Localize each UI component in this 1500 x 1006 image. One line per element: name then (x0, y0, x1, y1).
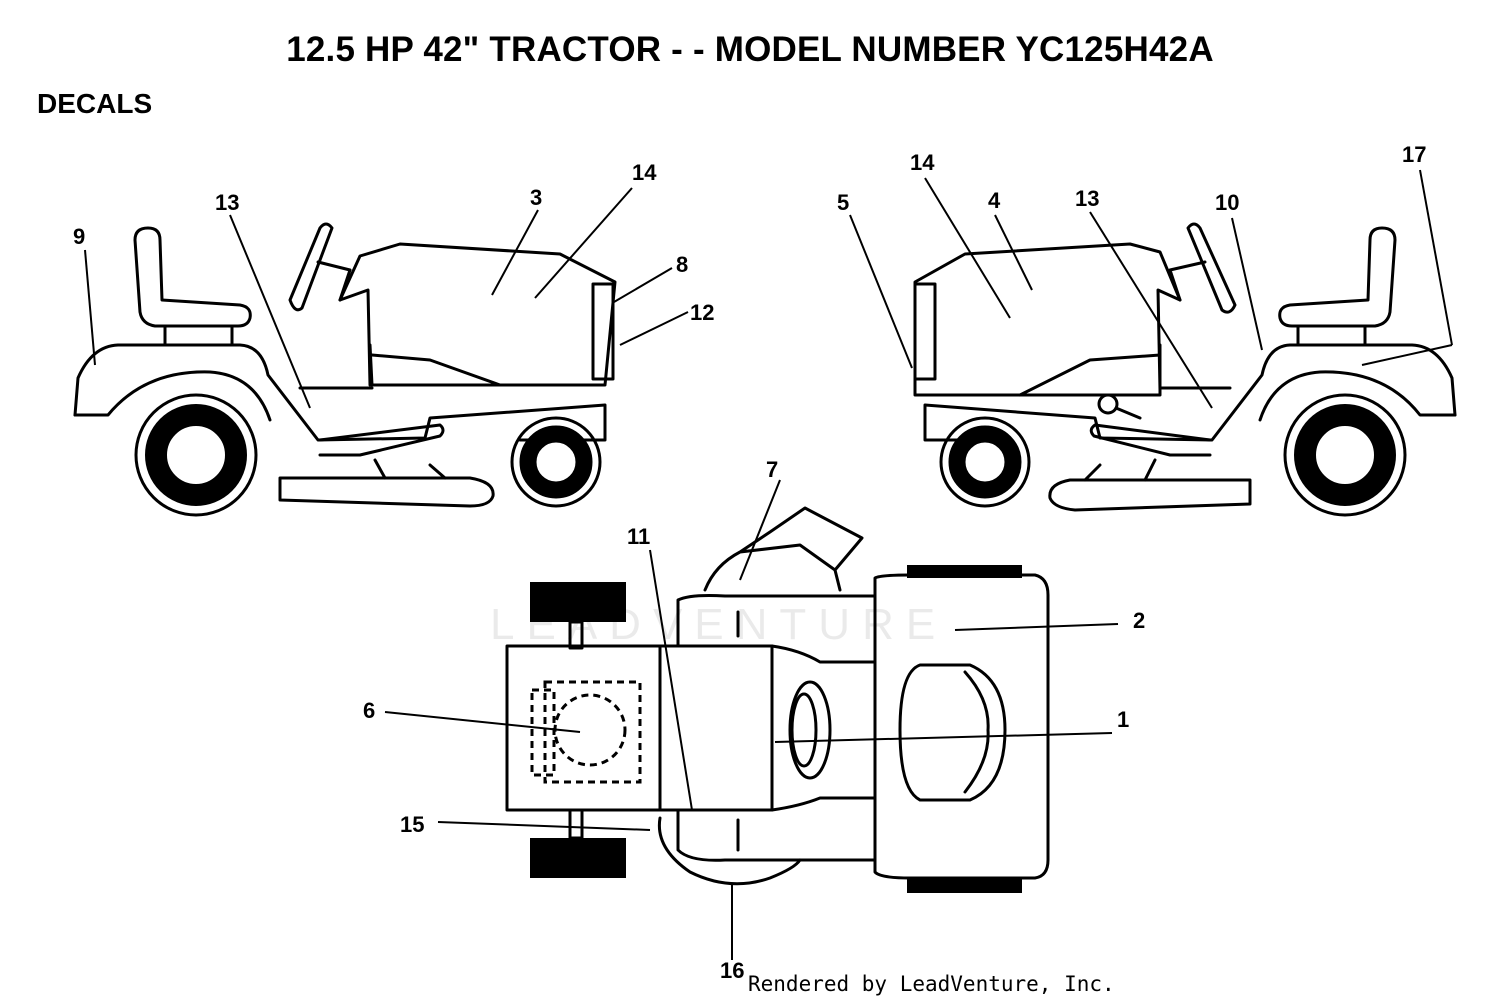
tractor-top-view (505, 506, 1050, 893)
seat-base-left (163, 324, 234, 347)
rear-tire-top-right (530, 838, 626, 878)
deck-hanger-left (373, 458, 447, 480)
side-pedal-top (657, 816, 802, 886)
callout-13-right: 13 (1075, 186, 1099, 211)
callout-8: 8 (676, 252, 688, 277)
front-wheel-left (510, 416, 602, 508)
rear-wheel-left (134, 393, 258, 517)
front-tire-top-right (907, 878, 1022, 893)
steering-wheel-right (1186, 222, 1237, 314)
rear-wheel-right (1283, 393, 1407, 517)
steering-wheel-left (288, 222, 334, 312)
rear-wheel-hub-left (145, 404, 247, 506)
front-tire-top-left (907, 565, 1022, 578)
rear-tire-top-left (530, 582, 626, 622)
hood-side-panel-right (1018, 353, 1162, 397)
engine-cover-top (898, 663, 1007, 802)
body-fender-left (73, 343, 607, 442)
hood-top (873, 573, 1050, 880)
steering-column-right (1168, 260, 1207, 302)
callout-15: 15 (400, 812, 424, 837)
dash-right (1156, 288, 1182, 392)
footrest-left (318, 423, 445, 457)
steering-wheel-top (788, 680, 832, 780)
front-wheel-right (939, 416, 1031, 508)
seat-base-outline-top (530, 688, 556, 777)
leader-lines-left (84, 187, 689, 409)
steering-hump-top (676, 594, 877, 648)
callout-1: 1 (1117, 707, 1129, 732)
rear-fender-arc-left (73, 370, 272, 422)
page-title: 12.5 HP 42" TRACTOR - - MODEL NUMBER YC1… (286, 30, 1214, 69)
rear-wheel-hub-right (1294, 404, 1396, 506)
lift-lever-knob-right (1097, 393, 1119, 415)
body-fender-right (923, 343, 1457, 442)
hood-side-panel-left (370, 353, 502, 387)
callout-4: 4 (988, 188, 1001, 213)
grille-right (913, 282, 937, 381)
discharge-chute-top (703, 506, 864, 592)
section-label: DECALS (37, 88, 153, 119)
lift-lever-right (1114, 406, 1142, 420)
steering-column-left (316, 260, 352, 302)
leader-lines-top-view (384, 479, 1119, 960)
steering-wheel-inner-top (790, 692, 818, 768)
deck-hanger-right (1083, 458, 1157, 482)
callout-10: 10 (1215, 190, 1239, 215)
hood-left (338, 242, 617, 387)
tractor-left-side-view (73, 222, 617, 517)
center-tunnel-top (658, 644, 877, 812)
rear-axle-bottom (568, 808, 584, 840)
callout-7: 7 (766, 457, 778, 482)
leader-lines-right (849, 169, 1453, 409)
footrest-right (1089, 423, 1212, 457)
callout-16: 16 (720, 958, 744, 983)
steering-hump-bottom (676, 808, 877, 862)
callout-labels: 9 13 3 14 8 12 5 14 4 13 10 17 7 11 2 6 … (73, 142, 1426, 983)
callout-9: 9 (73, 224, 85, 249)
rear-fender-arc-right (1258, 370, 1457, 422)
callout-14-right: 14 (910, 150, 935, 175)
callout-5: 5 (837, 190, 849, 215)
mower-deck-left (278, 476, 495, 508)
seat-outline-top (543, 680, 642, 784)
front-wheel-hub-left (519, 425, 593, 499)
tractor-right-side-view (913, 222, 1457, 517)
grille-left (591, 282, 615, 381)
callout-11: 11 (627, 524, 650, 549)
mower-deck-right (1048, 478, 1252, 512)
callout-2: 2 (1133, 608, 1145, 633)
render-credit: Rendered by LeadVenture, Inc. (748, 972, 1115, 996)
callout-17: 17 (1402, 142, 1426, 167)
dash-left (338, 288, 372, 387)
callout-13-left: 13 (215, 190, 239, 215)
engine-cover-detail-top (963, 670, 990, 794)
rear-axle-top (568, 620, 584, 650)
seat-left (133, 226, 252, 328)
hood-right (913, 242, 1182, 397)
seat-base-right (1296, 324, 1367, 347)
callout-3: 3 (530, 185, 542, 210)
callout-12: 12 (690, 300, 714, 325)
callout-6: 6 (363, 698, 375, 723)
callout-14-left: 14 (632, 160, 657, 185)
rear-body-top (505, 644, 662, 812)
front-wheel-hub-right (948, 425, 1022, 499)
seat-right (1278, 226, 1397, 328)
